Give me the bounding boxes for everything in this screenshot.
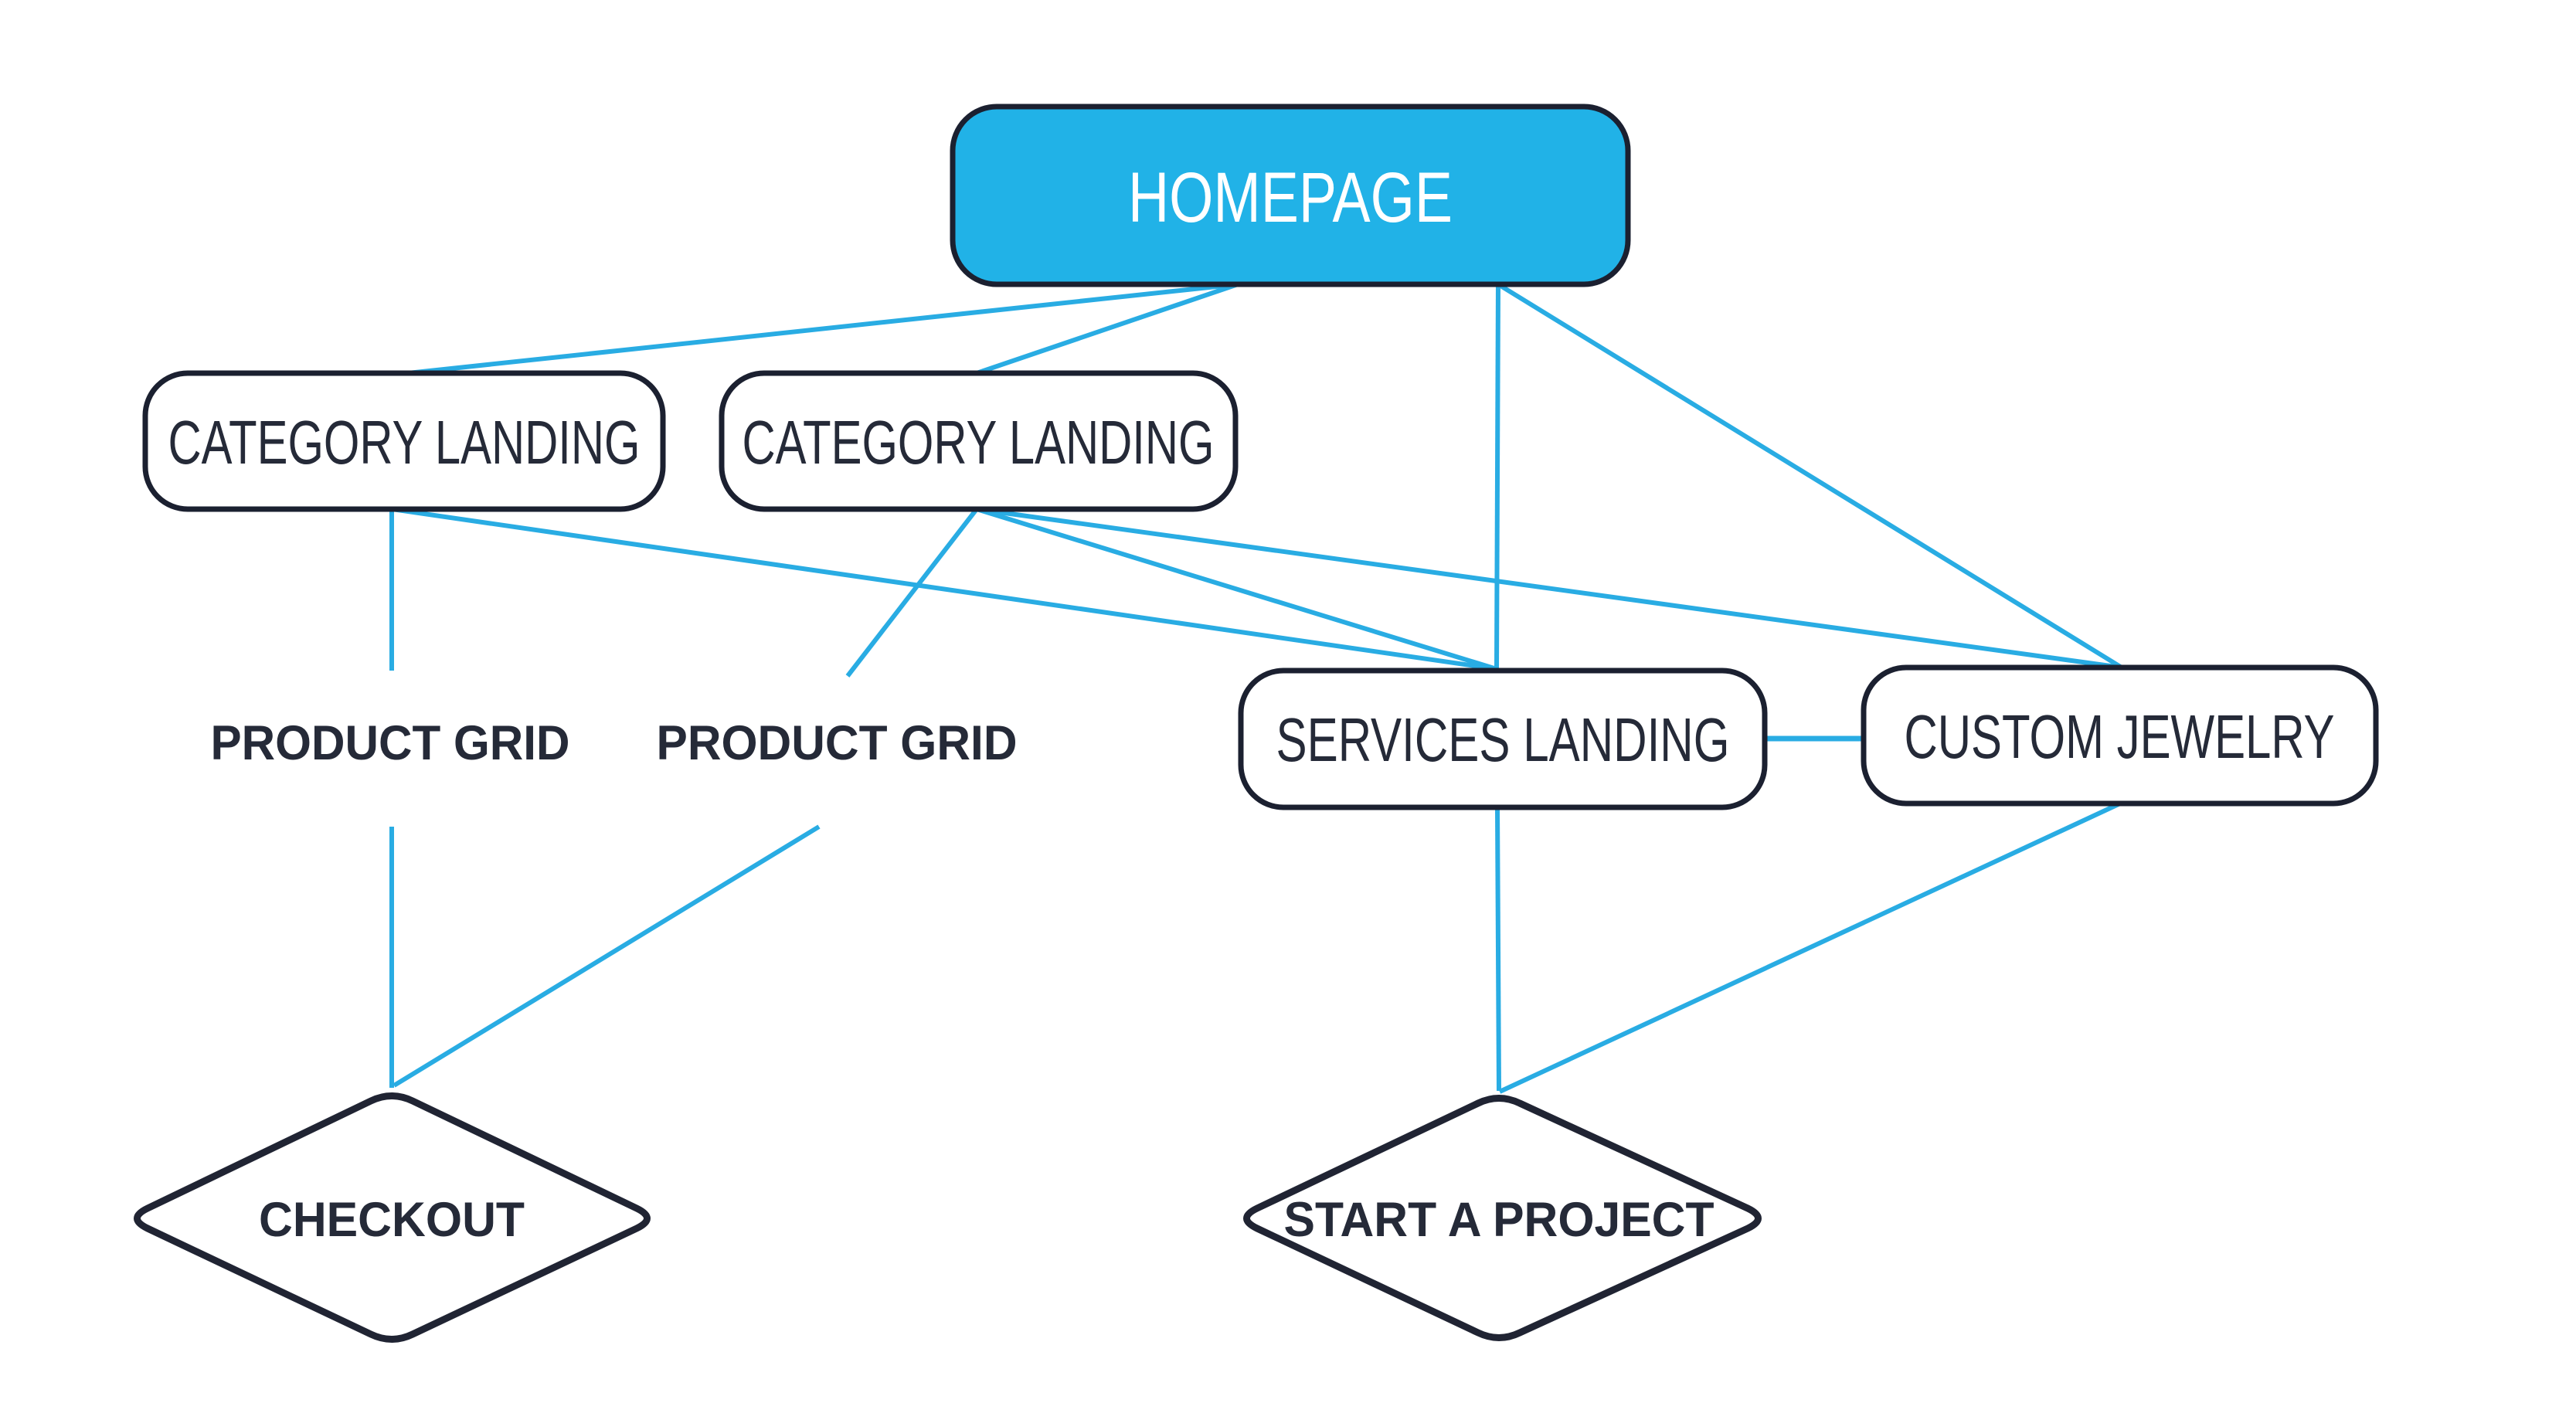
services-landing-box	[1238, 668, 1768, 810]
homepage-label: HOMEPAGE	[1128, 158, 1453, 237]
start-a-project-diamond	[1243, 1095, 1762, 1341]
custom-jewelry-label: CUSTOM JEWELRY	[1905, 702, 2335, 771]
edge-services-landing-start-a-project	[1495, 807, 1501, 1092]
custom-jewelry-box	[1861, 664, 2379, 807]
node-category-landing-1: CATEGORY LANDING	[142, 370, 666, 512]
node-homepage: HOMEPAGE	[950, 104, 1631, 287]
category-landing-2-label: CATEGORY LANDING	[743, 408, 1215, 477]
edge-category-landing-2-product-grid-2	[845, 508, 979, 678]
product-grid-1-label: PRODUCT GRID	[211, 716, 570, 770]
node-custom-jewelry: CUSTOM JEWELRY	[1861, 664, 2379, 807]
node-product-grid-1: PRODUCT GRID	[211, 716, 570, 770]
edge-category-landing-2-services-landing	[976, 507, 1497, 671]
category-landing-2-box	[719, 370, 1239, 512]
node-checkout: CHECKOUT	[134, 1092, 651, 1343]
edge-category-landing-2-custom-jewelry	[976, 507, 2122, 670]
edge-homepage-custom-jewelry	[1497, 282, 2123, 670]
category-landing-1-box	[142, 370, 666, 512]
checkout-diamond	[134, 1092, 651, 1343]
edge-custom-jewelry-start-a-project	[1498, 801, 2122, 1094]
edge-homepage-category-landing-1	[407, 282, 1239, 375]
edge-layer	[389, 282, 2123, 1094]
node-category-landing-2: CATEGORY LANDING	[719, 370, 1239, 512]
node-start-a-project: START A PROJECT	[1243, 1095, 1762, 1341]
homepage-box	[950, 104, 1631, 287]
checkout-label: CHECKOUT	[259, 1193, 525, 1247]
edge-product-grid-2-checkout	[393, 824, 821, 1088]
edge-homepage-category-landing-2	[976, 282, 1239, 375]
product-grid-2-label: PRODUCT GRID	[657, 716, 1018, 770]
edge-category-landing-1-services-landing	[391, 507, 1497, 671]
edge-homepage-services-landing	[1494, 284, 1500, 670]
node-services-landing: SERVICES LANDING	[1238, 668, 1768, 810]
category-landing-1-label: CATEGORY LANDING	[168, 408, 641, 477]
services-landing-label: SERVICES LANDING	[1276, 705, 1730, 774]
node-product-grid-2: PRODUCT GRID	[657, 716, 1018, 770]
start-a-project-label: START A PROJECT	[1284, 1193, 1715, 1247]
